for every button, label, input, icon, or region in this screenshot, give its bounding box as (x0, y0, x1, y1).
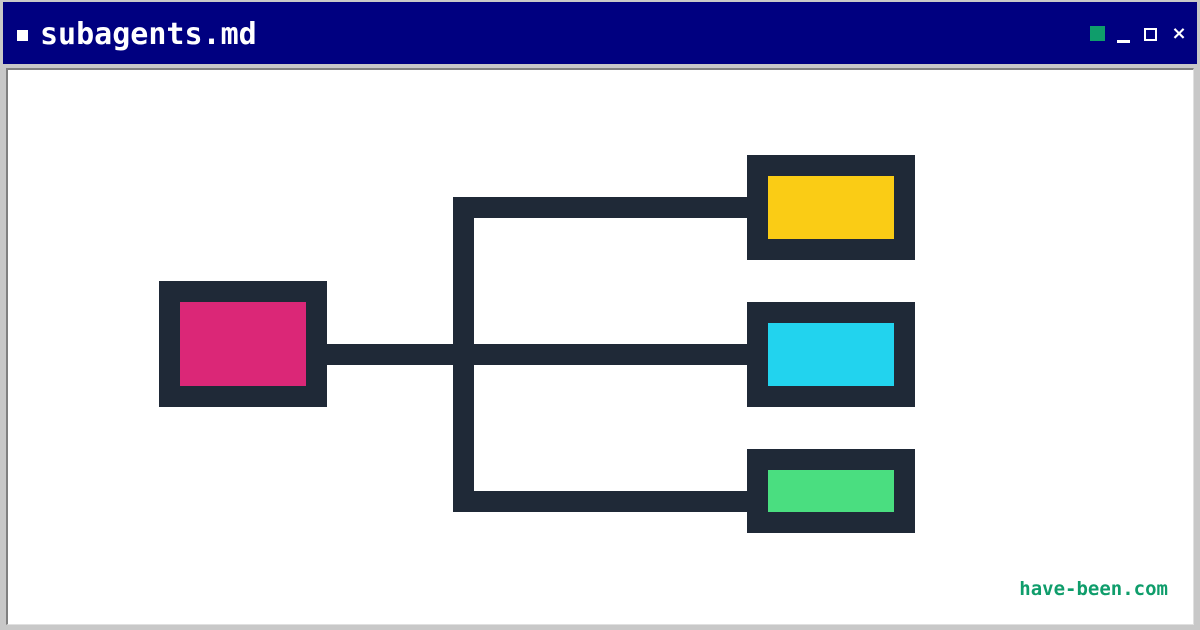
title-bar[interactable]: subagents.md × (3, 2, 1197, 64)
connector-lines (326, 197, 750, 512)
root-node-fill (180, 302, 306, 386)
branch-line-3 (453, 491, 750, 512)
child-node-1 (747, 155, 915, 260)
child-node-3 (747, 449, 915, 533)
window-square-icon (17, 30, 28, 41)
child-node-2-fill (768, 323, 894, 386)
window-title: subagents.md (40, 17, 257, 52)
close-icon[interactable]: × (1171, 23, 1187, 44)
root-connector-line (326, 344, 456, 365)
minimize-icon[interactable] (1117, 40, 1130, 43)
maximize-icon[interactable] (1144, 28, 1157, 41)
watermark-link[interactable]: have-been.com (1019, 578, 1168, 600)
branch-line-1 (453, 197, 750, 218)
child-node-1-fill (768, 176, 894, 239)
branch-line-2 (453, 344, 750, 365)
root-node (159, 281, 327, 407)
status-square-icon (1090, 26, 1105, 41)
child-node-3-fill (768, 470, 894, 512)
child-node-2 (747, 302, 915, 407)
